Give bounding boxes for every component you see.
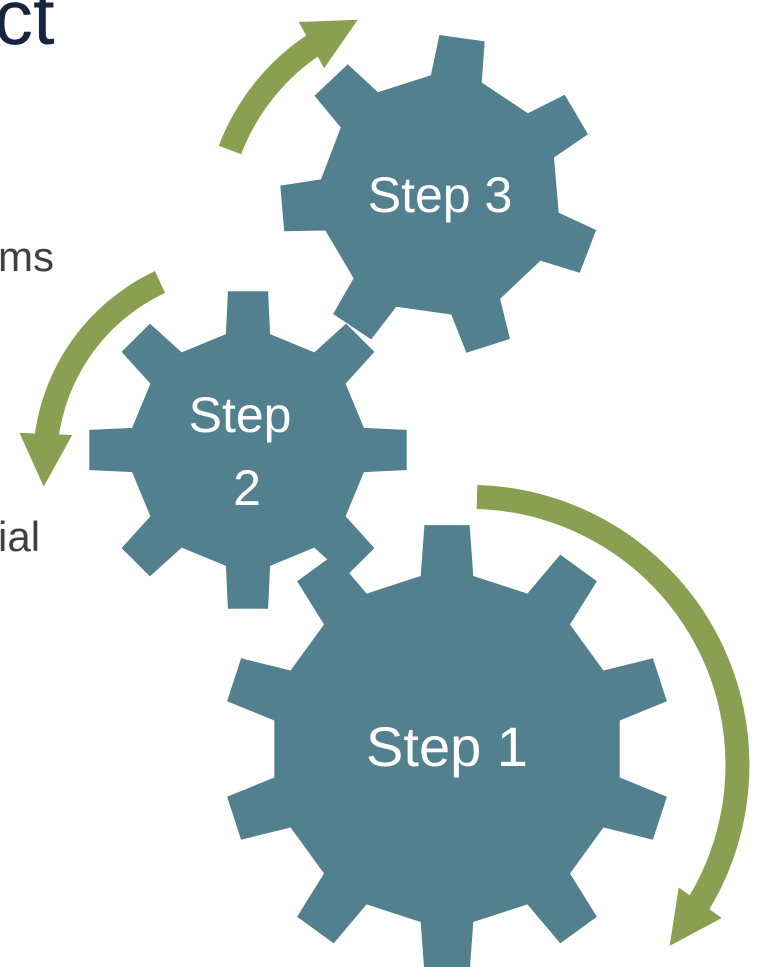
cycle-arrow-step1-to-step2 xyxy=(476,485,750,946)
gear-label-step-3: Step 3 xyxy=(368,167,513,223)
slide-title-fragment: ct xyxy=(0,0,55,61)
gear-step-1: Step 1 xyxy=(227,525,667,967)
gear-shape xyxy=(227,525,667,967)
gear-label-step-2: Step 2 xyxy=(189,387,306,516)
gear-step-2: Step 2 xyxy=(89,291,407,609)
gear-shape xyxy=(280,35,597,353)
gear-step-3: Step 3 xyxy=(280,35,597,353)
bullet-text-fragment: ms xyxy=(0,233,54,280)
gear-shape xyxy=(89,291,407,609)
bullet-text-fragment: ial xyxy=(0,513,41,560)
cycle-arrow-step2-to-step3 xyxy=(19,271,166,487)
cycle-arrow-step3-to-step1 xyxy=(218,19,358,155)
gear-label-step-1: Step 1 xyxy=(366,715,528,778)
